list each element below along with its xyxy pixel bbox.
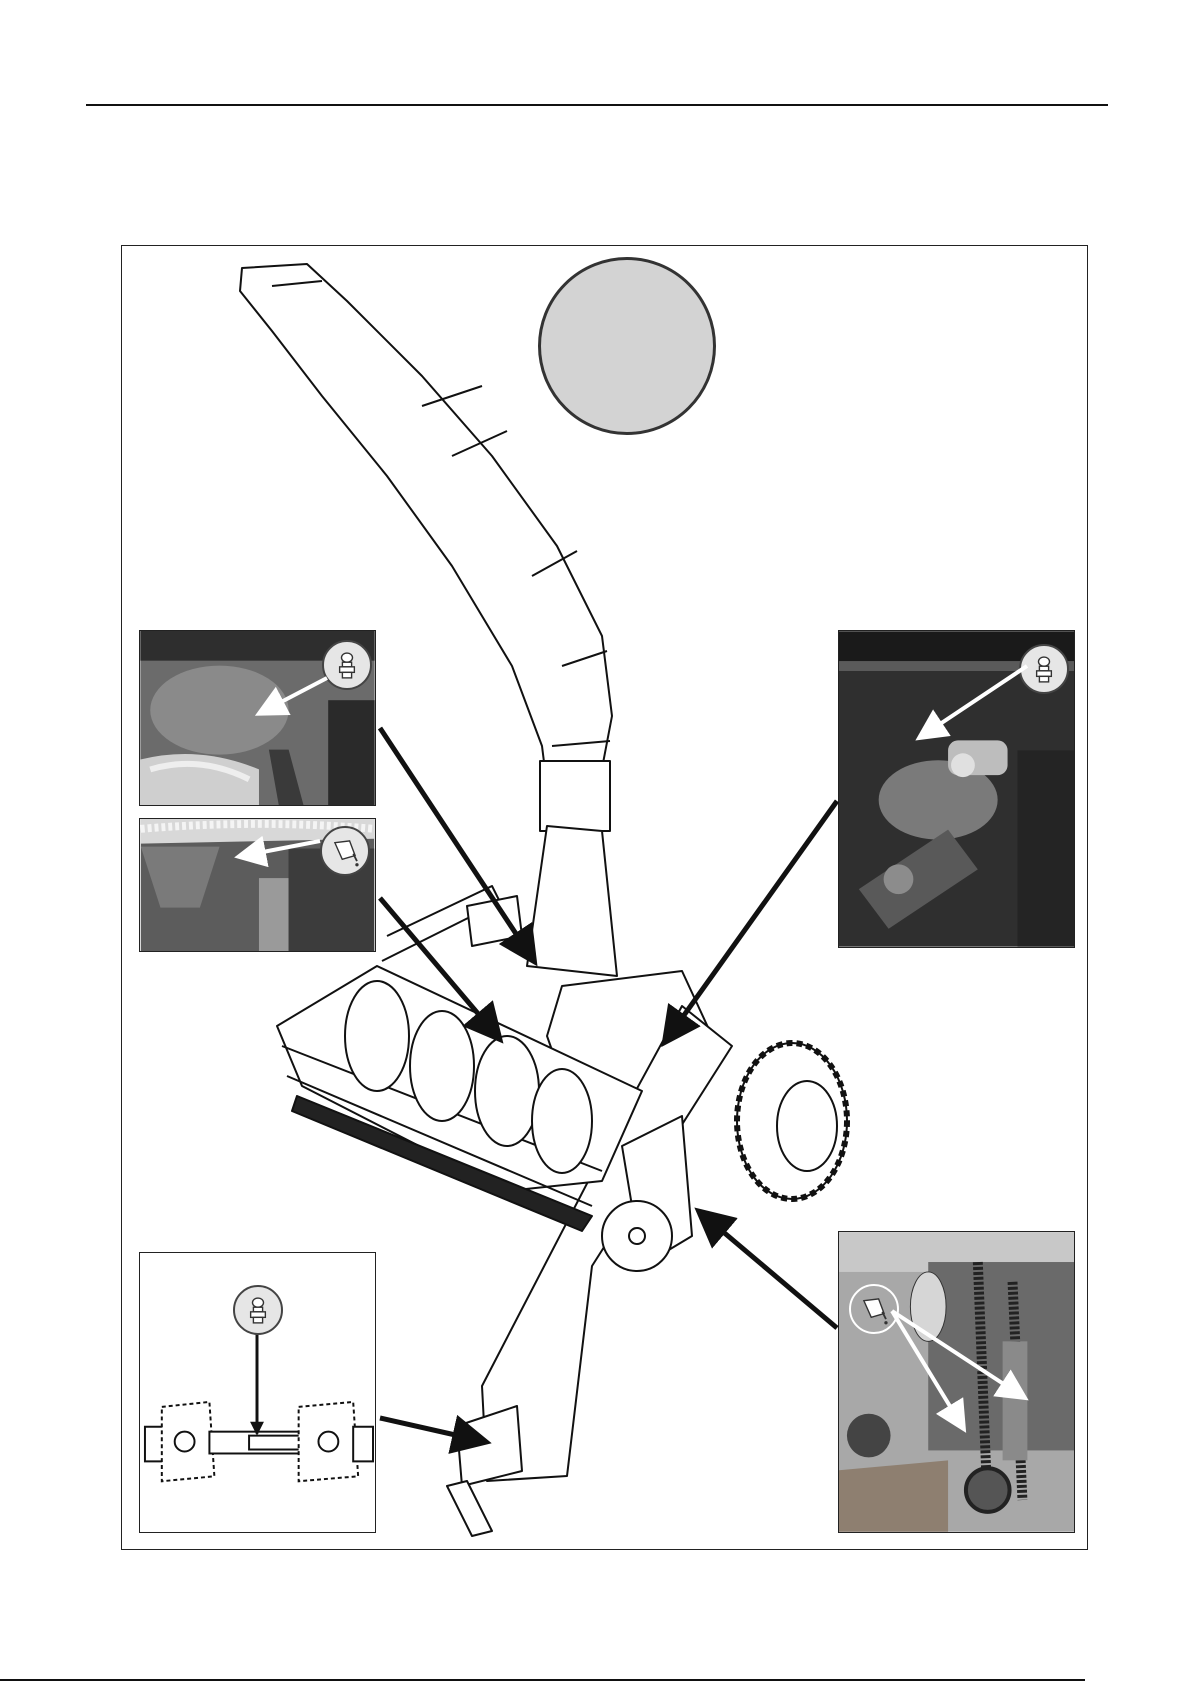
inset-top-right-photo (838, 630, 1075, 948)
inset-bottom-left-drawing (139, 1252, 376, 1533)
reference-disc (538, 257, 716, 435)
grease-nipple-badge (233, 1285, 283, 1335)
inset-top-left-photo (139, 630, 376, 806)
grease-nipple-badge (322, 640, 372, 690)
lubrication-figure (121, 245, 1088, 1550)
photo-chain-drive (839, 1232, 1074, 1532)
grease-nipple-icon (1021, 646, 1067, 692)
grease-nipple-icon (235, 1287, 281, 1333)
oil-can-badge (320, 826, 370, 876)
inset-middle-left-photo (139, 818, 376, 952)
grease-nipple-badge (1019, 644, 1069, 694)
oil-can-icon (851, 1286, 897, 1332)
header-rule (86, 104, 1108, 106)
oil-can-badge (849, 1284, 899, 1334)
oil-can-icon (322, 828, 368, 874)
grease-nipple-icon (324, 642, 370, 688)
inset-bottom-right-photo (838, 1231, 1075, 1533)
footer-rule (0, 1679, 1085, 1681)
